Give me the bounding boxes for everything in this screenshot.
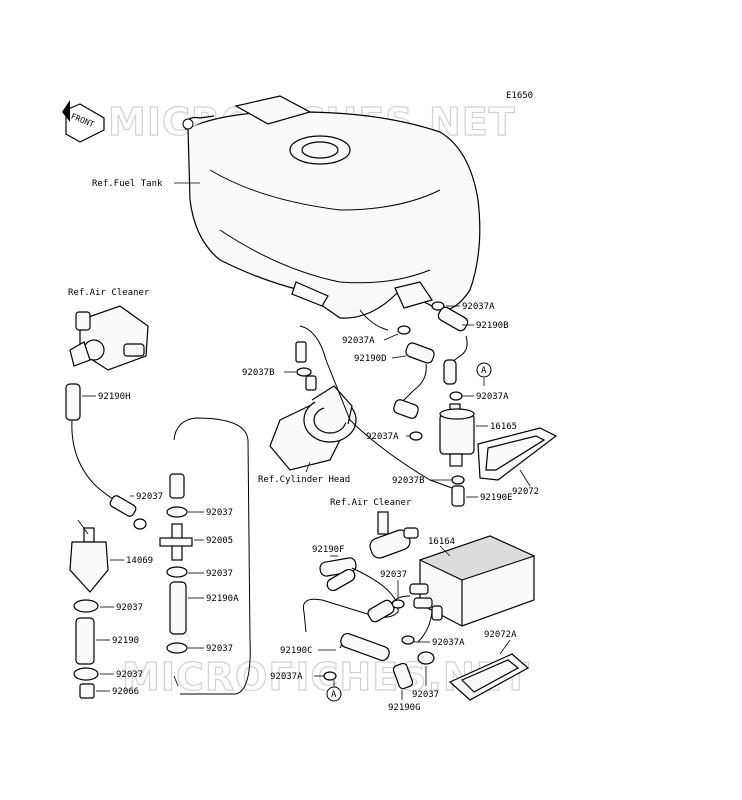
part-92072: 92072 bbox=[512, 487, 539, 497]
part-92190g: 92190G bbox=[388, 703, 421, 713]
hose-92190e bbox=[451, 485, 465, 507]
hose-92190d bbox=[405, 342, 435, 364]
front-arrow-icon bbox=[62, 100, 105, 143]
plug-92066 bbox=[79, 683, 95, 699]
bracket-92072 bbox=[477, 427, 558, 481]
part-92037-g: 92037 bbox=[380, 570, 407, 580]
part-92037a-mid: 92037A bbox=[366, 432, 399, 442]
part-92037-a: 92037 bbox=[136, 492, 163, 502]
part-92037a-can: 92037A bbox=[432, 638, 465, 648]
callout-ref-air-cleaner-mid: Ref.Air Cleaner bbox=[330, 498, 412, 508]
bracket-92072a bbox=[448, 653, 530, 701]
part-92037a-top: 92037A bbox=[462, 302, 495, 312]
part-92037b-b: 92037B bbox=[392, 476, 425, 486]
part-92037b-a: 92037B bbox=[242, 368, 275, 378]
part-92190b: 92190B bbox=[476, 321, 509, 331]
part-16165: 16165 bbox=[490, 422, 517, 432]
fuel-filter-14069 bbox=[69, 519, 109, 593]
part-16164: 16164 bbox=[428, 537, 455, 547]
diagram-code: E1650 bbox=[506, 91, 533, 101]
part-92190f: 92190F bbox=[312, 545, 345, 555]
part-92037-e: 92037 bbox=[206, 569, 233, 579]
hose-92190c bbox=[340, 632, 390, 662]
air-cleaner-valve bbox=[69, 305, 149, 371]
marker-a-top: A bbox=[481, 366, 487, 376]
hose-92190b bbox=[437, 306, 469, 332]
cylinder-head-intake bbox=[269, 385, 357, 471]
callout-ref-fuel-tank: Ref.Fuel Tank bbox=[92, 179, 163, 189]
fuel-tank bbox=[182, 95, 481, 331]
part-92037-b: 92037 bbox=[116, 603, 143, 613]
part-92037a-bottom: 92037A bbox=[270, 672, 303, 682]
hose-92190 bbox=[75, 617, 95, 665]
hose-92190h bbox=[65, 383, 81, 421]
air-cleaner-fitting bbox=[369, 511, 419, 559]
part-92037-h: 92037 bbox=[412, 690, 439, 700]
part-92190e: 92190E bbox=[480, 493, 513, 503]
part-92037-c: 92037 bbox=[116, 670, 143, 680]
part-92037-f: 92037 bbox=[206, 644, 233, 654]
part-92066: 92066 bbox=[112, 687, 139, 697]
part-92005: 92005 bbox=[206, 536, 233, 546]
canister-16164 bbox=[409, 535, 536, 627]
part-92190d: 92190D bbox=[354, 354, 387, 364]
hose-92190g bbox=[392, 662, 414, 690]
part-14069: 14069 bbox=[126, 556, 153, 566]
part-92037a-filter: 92037A bbox=[476, 392, 509, 402]
part-92190a: 92190A bbox=[206, 594, 239, 604]
part-92037a-left: 92037A bbox=[342, 336, 375, 346]
marker-a-bottom: A bbox=[331, 690, 337, 700]
callout-ref-cylinder-head: Ref.Cylinder Head bbox=[258, 475, 350, 485]
part-92190c: 92190C bbox=[280, 646, 313, 656]
part-92037-d: 92037 bbox=[206, 508, 233, 518]
hose-92190a bbox=[169, 581, 187, 635]
part-92190h: 92190H bbox=[98, 392, 131, 402]
callout-ref-air-cleaner-top: Ref.Air Cleaner bbox=[68, 288, 150, 298]
fuel-filter-16165 bbox=[439, 403, 475, 467]
t-fitting-92005 bbox=[159, 523, 193, 561]
part-92190: 92190 bbox=[112, 636, 139, 646]
part-92072a: 92072A bbox=[484, 630, 517, 640]
